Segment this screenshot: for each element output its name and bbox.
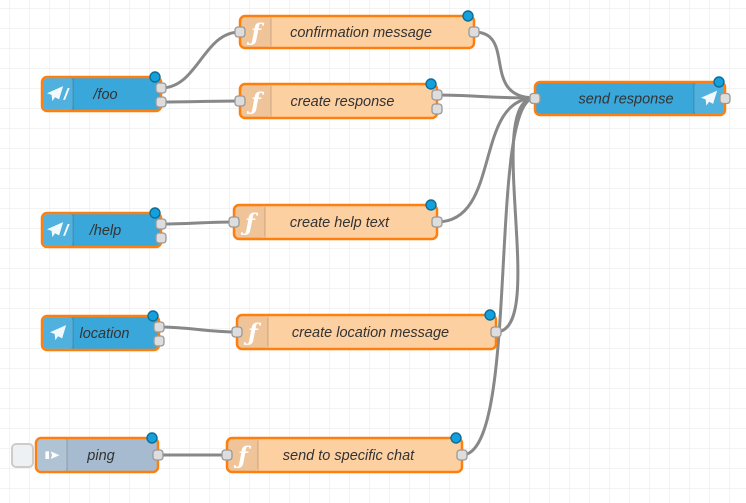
- icon-shade: [238, 316, 268, 348]
- changed-indicator: [713, 76, 725, 88]
- function-icon: ƒ: [233, 443, 252, 470]
- output-port-0[interactable]: [431, 89, 443, 101]
- changed-indicator: [425, 199, 437, 211]
- node-label: /help: [89, 223, 121, 239]
- wire-help-command-to-create-help-text[interactable]: [159, 220, 236, 226]
- telegram-plane-icon: [50, 325, 67, 341]
- node-body[interactable]: [40, 314, 161, 352]
- output-port-1[interactable]: [155, 232, 167, 244]
- changed-indicator: [149, 71, 161, 83]
- wires-layer: [156, 30, 537, 457]
- icon-shade: [241, 85, 271, 117]
- nodes-layer: ƒ confirmation message / /foo ƒ create respon…: [11, 10, 731, 474]
- node-label: ping: [86, 448, 114, 464]
- node-create-response[interactable]: ƒ create response: [234, 78, 443, 120]
- node-foo-command[interactable]: / /foo: [40, 71, 167, 113]
- output-port-0[interactable]: [155, 82, 167, 94]
- node-label: location: [80, 326, 130, 342]
- node-label: confirmation message: [290, 25, 432, 41]
- input-port[interactable]: [234, 26, 246, 38]
- node-send-to-specific-chat[interactable]: ƒ send to specific chat: [221, 432, 468, 474]
- command-slash: /: [63, 87, 70, 104]
- output-port-0[interactable]: [468, 26, 480, 38]
- output-port-1[interactable]: [155, 96, 167, 108]
- input-port[interactable]: [529, 92, 541, 105]
- node-create-help-text[interactable]: ƒ create help text: [228, 199, 443, 241]
- function-icon: ƒ: [246, 89, 265, 116]
- node-label: send to specific chat: [283, 448, 415, 464]
- node-create-location-message[interactable]: ƒ create location message: [231, 309, 502, 351]
- telegram-command-icon: /: [47, 222, 70, 240]
- output-port-0[interactable]: [719, 92, 731, 105]
- inject-button[interactable]: [11, 443, 34, 468]
- wire-location-event-to-create-location-message[interactable]: [157, 325, 239, 334]
- node-ping-inject[interactable]: ping: [11, 432, 164, 474]
- input-port[interactable]: [228, 216, 240, 228]
- wire-foo-command-to-create-response[interactable]: [159, 99, 242, 104]
- changed-indicator: [147, 310, 159, 322]
- output-port-0[interactable]: [490, 326, 502, 338]
- input-port[interactable]: [231, 326, 243, 338]
- output-port-0[interactable]: [153, 321, 165, 333]
- telegram-command-icon: /: [47, 86, 70, 104]
- changed-indicator: [450, 432, 462, 444]
- icon-shade: [37, 439, 67, 471]
- node-body[interactable]: [40, 211, 163, 249]
- node-label: /foo: [92, 87, 117, 103]
- inject-arrow-icon: [45, 451, 60, 460]
- node-label: create response: [291, 94, 395, 110]
- telegram-send-icon: [701, 90, 718, 106]
- output-port-0[interactable]: [456, 449, 468, 461]
- changed-indicator: [146, 432, 158, 444]
- changed-indicator: [425, 78, 437, 90]
- wire-send-to-specific-chat-to-send-response[interactable]: [460, 96, 537, 457]
- function-icon: ƒ: [243, 320, 262, 347]
- output-port-0[interactable]: [152, 449, 164, 461]
- function-icon: ƒ: [246, 20, 265, 47]
- input-port[interactable]: [234, 95, 246, 107]
- changed-indicator: [149, 207, 161, 219]
- input-port[interactable]: [221, 449, 233, 461]
- command-slash: /: [63, 223, 70, 240]
- node-label: create help text: [290, 215, 390, 231]
- node-label: send response: [578, 92, 673, 108]
- node-body[interactable]: [40, 75, 163, 113]
- icon-shade: [228, 439, 258, 471]
- wire-create-response-to-send-response[interactable]: [435, 93, 537, 100]
- node-send-response[interactable]: send response: [529, 76, 731, 117]
- wire-confirmation-message-to-send-response[interactable]: [472, 30, 537, 100]
- changed-indicator: [484, 309, 496, 321]
- changed-indicator: [462, 10, 474, 22]
- output-port-1[interactable]: [153, 335, 165, 347]
- icon-shade: [241, 17, 271, 47]
- node-label: create location message: [292, 325, 449, 341]
- output-port-1[interactable]: [431, 103, 443, 115]
- output-port-0[interactable]: [155, 218, 167, 230]
- node-location-event[interactable]: location: [40, 310, 165, 352]
- output-port-0[interactable]: [431, 216, 443, 228]
- node-help-command[interactable]: / /help: [40, 207, 167, 249]
- wire-foo-command-to-confirmation-message[interactable]: [159, 30, 242, 90]
- wire-create-location-message-to-send-response[interactable]: [494, 96, 537, 334]
- node-confirmation-message[interactable]: ƒ confirmation message: [234, 10, 480, 50]
- wire-create-help-text-to-send-response[interactable]: [435, 96, 537, 224]
- icon-shade: [235, 206, 265, 238]
- function-icon: ƒ: [240, 210, 259, 237]
